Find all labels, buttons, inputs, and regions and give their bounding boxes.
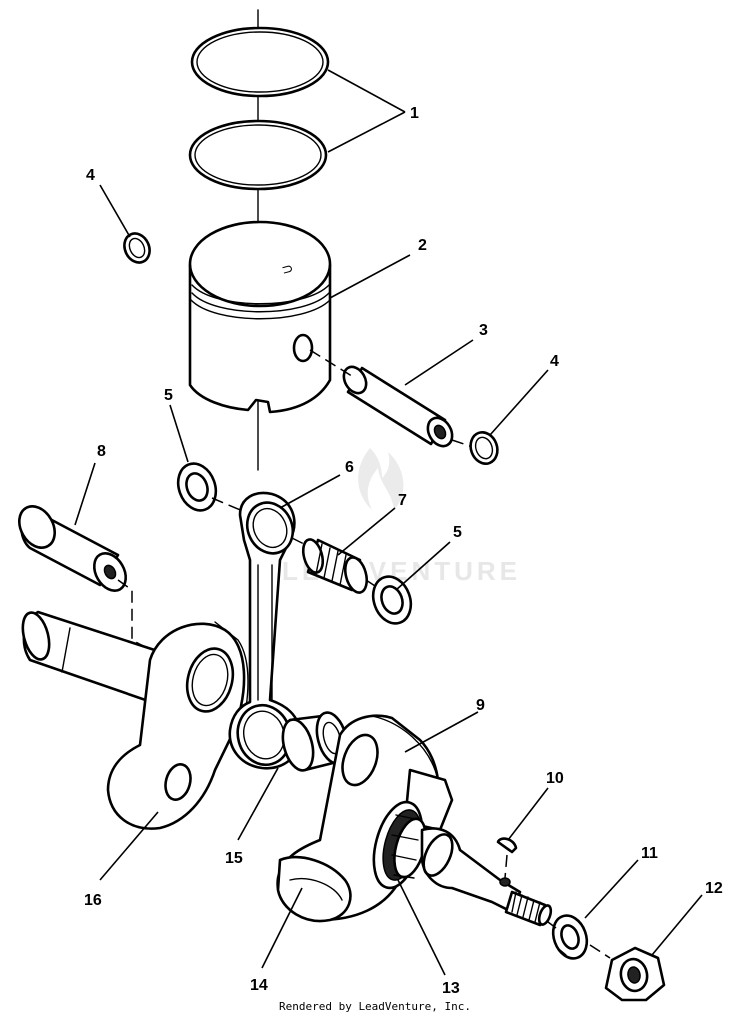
svg-text:⊃: ⊃	[280, 259, 295, 277]
callout-2: 2	[418, 237, 427, 254]
crankshaft-right-half	[276, 714, 553, 927]
callout-5-lower: 5	[453, 524, 462, 541]
callout-14: 14	[250, 977, 268, 994]
callout-4-right: 4	[550, 353, 559, 370]
callout-13: 13	[442, 980, 460, 997]
callout-10: 10	[546, 770, 564, 787]
clip-axis-line	[451, 439, 471, 447]
washer-axis-line-2	[547, 921, 557, 929]
crankshaft-left-half	[21, 610, 249, 830]
thrust-washer-right	[371, 575, 413, 625]
piston: ⊃	[188, 220, 332, 414]
callout-labels: 1 2 3 4 4 5 5 6 7 8 9 10 11 12 13 14 15 …	[84, 105, 723, 997]
woodruff-key	[496, 837, 518, 854]
callout-11: 11	[641, 845, 658, 862]
callout-8: 8	[97, 443, 106, 460]
crank-pin	[18, 505, 128, 592]
render-credit-footer: Rendered by LeadVenture, Inc.	[278, 1000, 472, 1013]
leader-lines	[74, 69, 703, 976]
callout-6: 6	[345, 459, 354, 476]
callout-15: 15	[225, 850, 243, 867]
thrust-washer-left	[176, 462, 218, 512]
piston-rings	[188, 26, 330, 191]
circlip-left	[123, 232, 151, 264]
callout-7: 7	[398, 492, 407, 509]
callout-9: 9	[476, 697, 485, 714]
callout-3: 3	[479, 322, 488, 339]
bearing-axis-line	[365, 579, 379, 589]
needle-bearing	[301, 538, 369, 594]
main-bearing-inner	[281, 711, 349, 772]
nut-axis-line	[589, 944, 611, 959]
callout-1: 1	[410, 105, 419, 122]
callout-4-left: 4	[86, 167, 95, 184]
callout-5-upper: 5	[164, 387, 173, 404]
pin-axis-line	[309, 349, 356, 379]
circlip-right	[469, 431, 499, 465]
connecting-rod	[228, 491, 302, 770]
callout-16: 16	[84, 892, 102, 909]
piston-pin	[342, 365, 454, 448]
key-axis-line	[504, 854, 508, 879]
lock-washer	[551, 914, 589, 960]
callout-12: 12	[705, 880, 723, 897]
hex-nut	[604, 946, 666, 1002]
